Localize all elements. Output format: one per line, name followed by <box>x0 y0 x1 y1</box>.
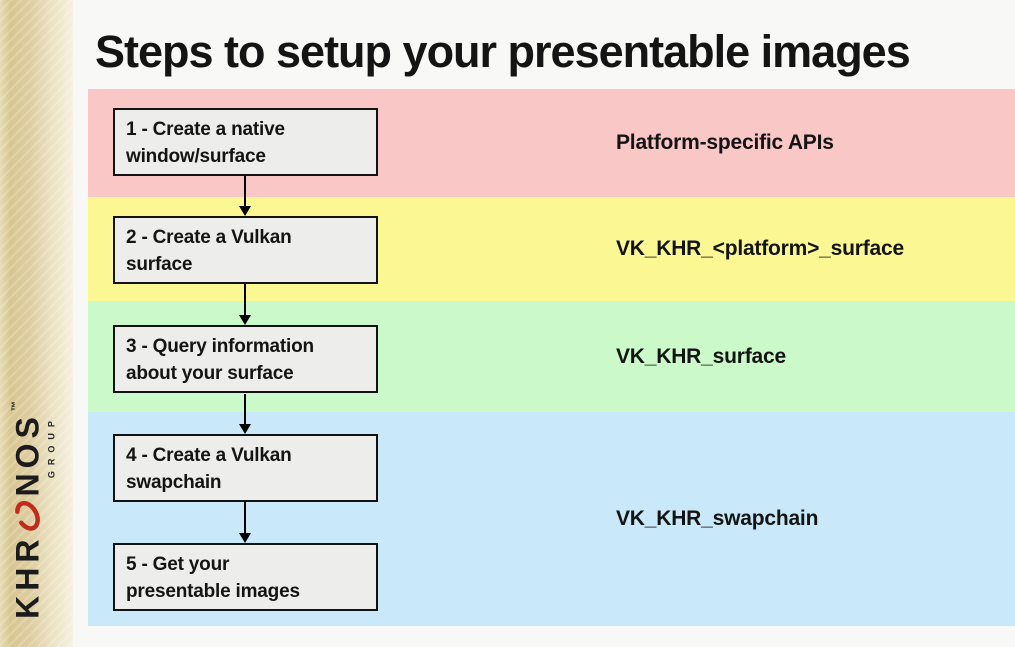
step-2-line-2: surface <box>126 253 193 275</box>
band-label-vk-khr-surface: VK_KHR_surface <box>616 344 786 368</box>
band-label-vk-khr-swapchain: VK_KHR_swapchain <box>616 507 819 530</box>
khronos-o-swoosh-icon <box>12 499 44 533</box>
step-box-1: 1 - Create a native window/surface <box>113 108 378 176</box>
step-box-2: 2 - Create a Vulkan surface <box>113 216 378 284</box>
step-4-line-1: 4 - Create a Vulkan <box>126 445 292 466</box>
step-1-line-2: window/surface <box>126 145 266 167</box>
step-1-line-1: 1 - Create a native <box>126 119 285 140</box>
band-label-vk-khr-platform-surface: VK_KHR_<platform>_surface <box>616 237 904 260</box>
logo-text-end: NOS <box>9 412 46 497</box>
khronos-wordmark: KHR NOS ™ <box>9 401 46 619</box>
band-label-platform-apis: Platform-specific APIs <box>616 131 834 154</box>
step-4-line-2: swapchain <box>126 471 222 493</box>
step-box-3: 3 - Query information about your surface <box>113 325 378 393</box>
step-box-5: 5 - Get your presentable images <box>113 543 378 611</box>
sidebar-texture <box>0 0 73 647</box>
khronos-logo: KHR NOS ™ GROUP <box>9 401 57 619</box>
logo-group-text: GROUP <box>46 415 57 479</box>
slide-title: Steps to setup your presentable images <box>95 26 911 77</box>
step-5-line-1: 5 - Get your <box>126 554 230 575</box>
trademark-symbol: ™ <box>10 401 22 412</box>
logo-text-start: KHR <box>9 534 46 619</box>
step-2-line-1: 2 - Create a Vulkan <box>126 227 292 248</box>
arrow-step2-to-step3 <box>244 284 246 315</box>
step-3-line-1: 3 - Query information <box>126 336 314 357</box>
arrow-step4-to-step5 <box>244 501 246 533</box>
arrow-step1-to-step2 <box>244 176 246 206</box>
step-3-line-2: about your surface <box>126 362 294 384</box>
step-box-4: 4 - Create a Vulkan swapchain <box>113 434 378 502</box>
sidebar: KHR NOS ™ GROUP <box>0 0 73 647</box>
arrow-step3-to-step4 <box>244 394 246 424</box>
step-5-line-2: presentable images <box>126 580 300 602</box>
